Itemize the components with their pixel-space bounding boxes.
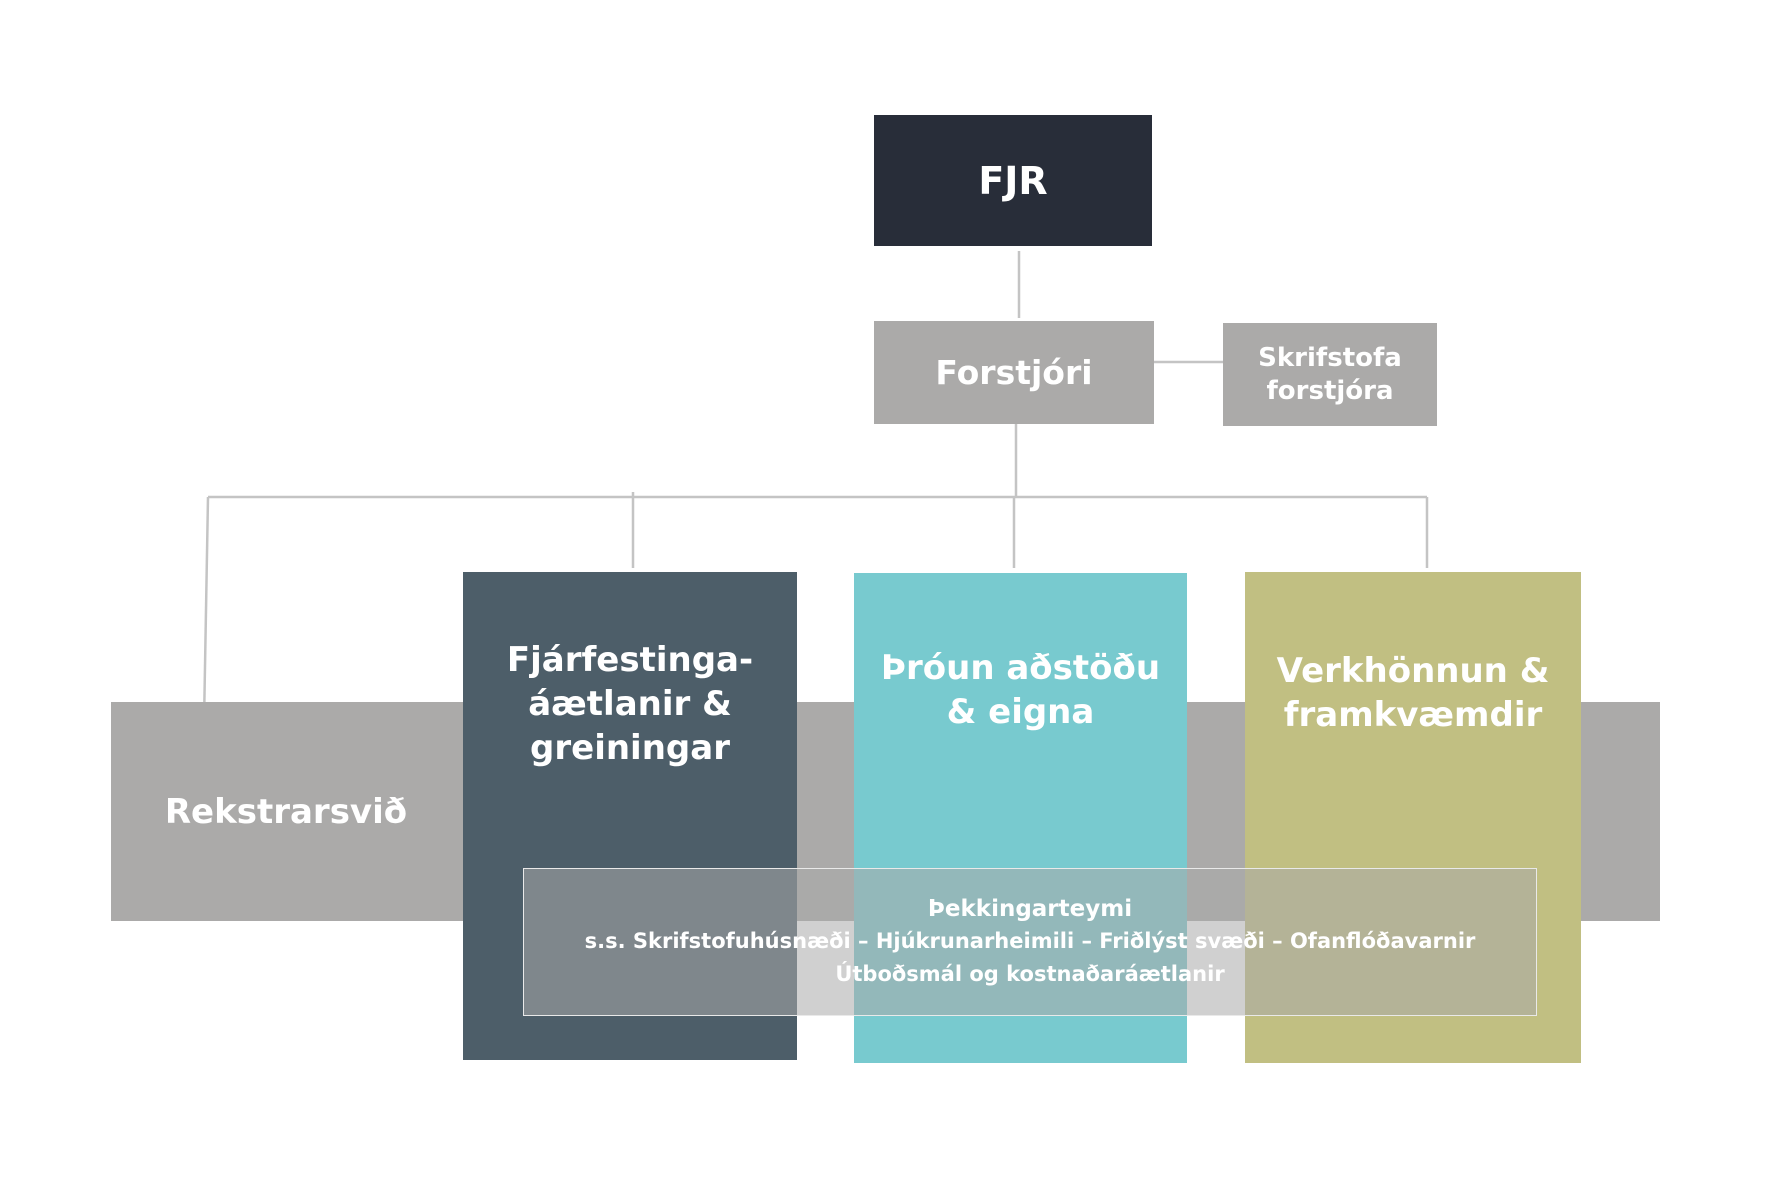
- root-node-fjr: FJR: [874, 115, 1152, 246]
- knowledge-team-line-1: s.s. Skrifstofuhúsnæði – Hjúkrunarheimil…: [584, 929, 1476, 953]
- director-office-node: Skrifstofa forstjóra: [1223, 323, 1437, 426]
- knowledge-team-title: Þekkingarteymi: [927, 896, 1133, 922]
- division-label: Rekstrarsvið: [164, 791, 408, 832]
- director-office-label: Skrifstofa forstjóra: [1258, 342, 1402, 406]
- knowledge-team-box: Þekkingarteymi s.s. Skrifstofuhúsnæði – …: [523, 868, 1537, 1016]
- knowledge-team-line-2: Útboðsmál og kostnaðaráætlanir: [835, 962, 1225, 986]
- division-label: Þróun aðstöðu & eigna: [880, 648, 1161, 732]
- division-label: Verkhönnun & framkvæmdir: [1276, 651, 1550, 735]
- division-rekstrarsvid: Rekstrarsvið: [111, 702, 461, 921]
- connector-rekstrar: [202, 496, 210, 724]
- root-node-label: FJR: [978, 158, 1048, 203]
- director-node-label: Forstjóri: [935, 353, 1093, 392]
- director-node: Forstjóri: [874, 321, 1154, 424]
- division-label: Fjárfestinga- áætlanir & greiningar: [506, 640, 754, 768]
